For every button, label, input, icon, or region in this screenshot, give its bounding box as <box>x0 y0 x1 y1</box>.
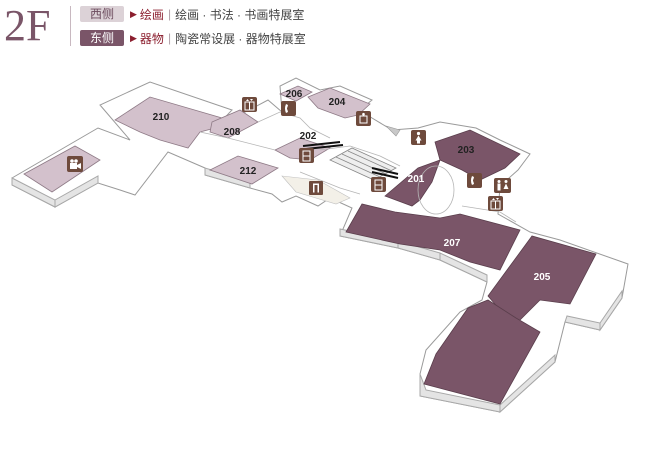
elevator-icon[interactable] <box>242 97 257 112</box>
room-202-label: 202 <box>300 131 317 142</box>
legend-west-exhibits: 绘画 · 书法 · 书画特展室 <box>175 7 305 22</box>
locker-icon[interactable] <box>371 177 386 192</box>
room-210-label: 210 <box>153 112 170 123</box>
header-divider <box>70 6 71 46</box>
room-212-label: 212 <box>240 166 257 177</box>
locker-icon[interactable] <box>299 148 314 163</box>
legend-east-category[interactable]: 器物 <box>139 31 164 46</box>
legend-west: 西侧 ▶ 绘画 | 绘画 · 书法 · 书画特展室 <box>80 6 304 22</box>
room-201[interactable] <box>384 159 441 207</box>
legend-east-exhibits: 陶瓷常设展 · 器物特展室 <box>175 31 306 46</box>
legend-west-category[interactable]: 绘画 <box>139 7 164 22</box>
room-207-label: 207 <box>444 238 461 249</box>
room-201-label: 201 <box>408 174 425 185</box>
triangle-right-icon: ▶ <box>130 32 137 43</box>
room-205-label: 205 <box>534 272 551 283</box>
room-206[interactable] <box>279 85 313 102</box>
room-212[interactable] <box>208 155 279 185</box>
legend-separator: | <box>167 31 172 45</box>
legend-east: 东侧 ▶ 器物 | 陶瓷常设展 · 器物特展室 <box>80 30 306 46</box>
legend-west-tag[interactable]: 西侧 <box>80 6 124 22</box>
room-205-south[interactable] <box>423 299 541 405</box>
room-207[interactable] <box>345 203 521 271</box>
legend-east-tag[interactable]: 东侧 <box>80 30 124 46</box>
restroom-icon[interactable] <box>494 178 511 193</box>
room-208[interactable] <box>209 109 259 139</box>
info-arrow-icon <box>384 125 401 137</box>
info-center-icon[interactable] <box>356 111 371 126</box>
room-204-label: 204 <box>329 97 346 108</box>
phone-icon[interactable] <box>467 173 482 188</box>
room-203-label: 203 <box>458 145 475 156</box>
elevator-icon[interactable] <box>488 196 503 211</box>
theater-icon[interactable] <box>67 156 83 172</box>
floor-label: 2F <box>4 1 51 50</box>
staircase <box>329 147 397 181</box>
room-203[interactable] <box>434 129 521 181</box>
legend-separator: | <box>167 7 172 21</box>
room-208-label: 208 <box>224 127 241 138</box>
phone-icon[interactable] <box>281 101 296 116</box>
emergency-exit-icon[interactable] <box>309 181 323 195</box>
restroom-women-icon[interactable] <box>411 130 426 145</box>
triangle-right-icon: ▶ <box>130 8 137 19</box>
room-206-label: 206 <box>286 89 303 100</box>
